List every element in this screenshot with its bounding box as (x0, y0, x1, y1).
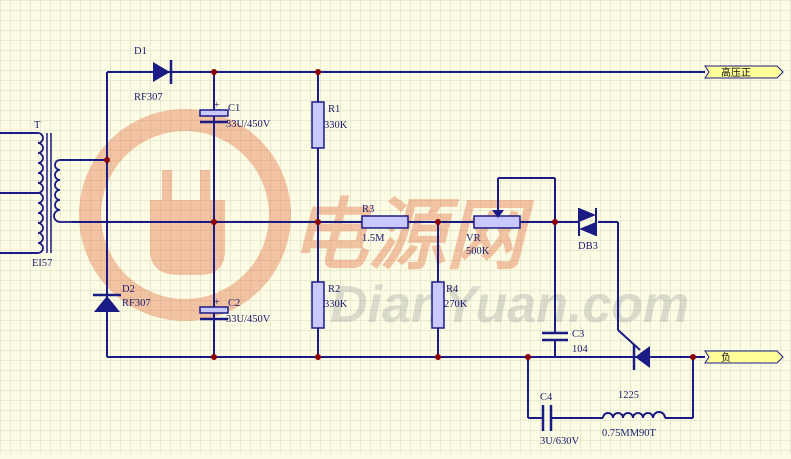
transformer-T[interactable]: T EI57 (32, 120, 72, 269)
label-C4-value: 3U/630V (540, 436, 580, 447)
label-D1-value: RF307 (134, 92, 163, 103)
label-VR-value: 500K (466, 246, 490, 257)
label-C3-value: 104 (572, 344, 589, 355)
label-R1-value: 330K (324, 120, 348, 131)
capacitor-C2[interactable]: + C2 33U/450V (199, 297, 271, 325)
port-negative[interactable]: 负 (704, 350, 784, 364)
junctions (104, 69, 696, 360)
label-C3: C3 (572, 329, 584, 340)
port-hv-label: 高压正 (721, 66, 751, 79)
label-R4: R4 (446, 284, 459, 295)
plug-icon (150, 200, 225, 275)
capacitor-C1[interactable]: + C1 33U/450V (199, 100, 271, 130)
label-C1-value: 33U/450V (226, 119, 271, 130)
diac-DB3[interactable]: DB3 (575, 208, 598, 252)
capacitor-C3[interactable]: C3 104 (542, 329, 589, 355)
label-inductor-value: 0.75MM90T (602, 428, 657, 439)
label-VR: VR (466, 233, 481, 244)
label-C2: C2 (228, 298, 240, 309)
resistor-R4[interactable]: R4 270K (431, 281, 468, 329)
label-D2-value: RF307 (122, 298, 151, 309)
secondary-coil (53, 159, 72, 223)
label-R2: R2 (328, 284, 340, 295)
label-EI57: EI57 (32, 258, 52, 269)
label-R3: R3 (362, 204, 374, 215)
watermark-ring (79, 109, 291, 321)
label-R1: R1 (328, 104, 340, 115)
capacitor-C4[interactable]: C4 3U/630V (540, 392, 580, 447)
potentiometer-VR[interactable]: VR 500K (466, 210, 521, 257)
primary-coil (37, 132, 44, 254)
label-R2-value: 330K (324, 299, 348, 310)
watermark-en: DianYuan.com (330, 276, 689, 334)
watermark-cn: 电源网 (290, 191, 535, 279)
inductor[interactable]: 0.75MM90T (602, 411, 666, 439)
diode-D2[interactable]: D2 RF307 (93, 284, 151, 312)
label-C4: C4 (540, 392, 553, 403)
svg-text:+: + (214, 297, 220, 308)
diode-D1[interactable]: D1 RF307 (134, 46, 173, 103)
label-DB3: DB3 (578, 241, 598, 252)
port-neg-label: 负 (721, 351, 731, 364)
port-hv-positive[interactable]: 高压正 (704, 65, 784, 79)
watermark: 电源网 DianYuan.com (79, 109, 689, 334)
label-D2: D2 (122, 284, 135, 295)
label-D1: D1 (134, 46, 147, 57)
label-C1: C1 (228, 103, 240, 114)
label-R4-value: 270K (444, 299, 468, 310)
resistor-R1[interactable]: R1 330K (311, 101, 348, 149)
scr-1225[interactable]: 1225 (618, 344, 650, 401)
svg-text:+: + (214, 100, 220, 111)
label-R3-value: 1.5M (362, 233, 385, 244)
resistor-R3[interactable]: R3 1.5M (361, 204, 409, 244)
label-scr: 1225 (618, 390, 639, 401)
label-T: T (34, 120, 41, 131)
resistor-R2[interactable]: R2 330K (311, 281, 348, 329)
label-C2-value: 33U/450V (226, 314, 271, 325)
core-lines (46, 133, 52, 253)
